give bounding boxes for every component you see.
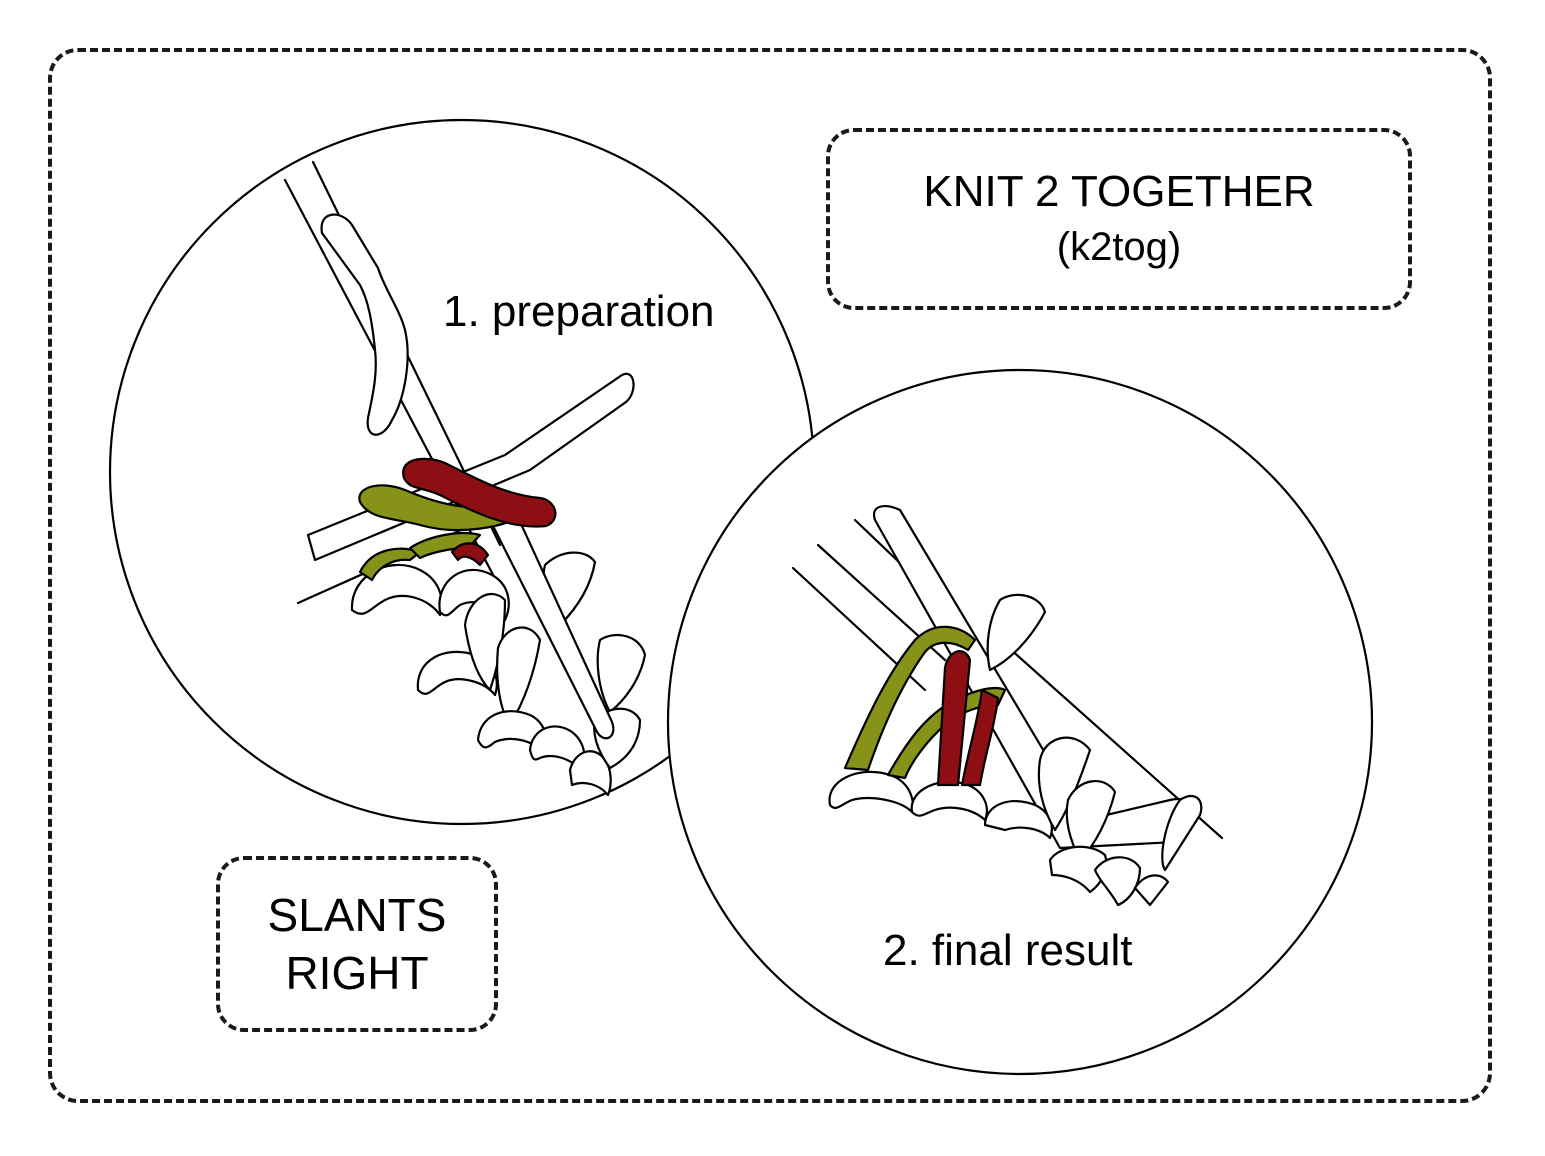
red-stitch bbox=[936, 650, 972, 787]
final-result-illustration: 2. final result bbox=[666, 368, 1374, 1076]
outer-frame bbox=[48, 48, 1492, 1103]
slant-line-1: SLANTS bbox=[267, 889, 447, 941]
title-box: KNIT 2 TOGETHER (k2tog) bbox=[826, 128, 1412, 310]
yarn-loop bbox=[320, 213, 409, 436]
step-1-label: 1. preparation bbox=[443, 287, 715, 336]
slant-line-2: RIGHT bbox=[285, 947, 429, 999]
abbreviation-text: (k2tog) bbox=[1056, 225, 1182, 269]
step-2-label: 2. final result bbox=[883, 926, 1132, 975]
title-text: KNIT 2 TOGETHER bbox=[923, 167, 1315, 216]
olive-stitch bbox=[886, 686, 1007, 780]
right-needle bbox=[488, 498, 615, 740]
stitch-bumps bbox=[350, 551, 647, 797]
olive-stitch bbox=[843, 625, 977, 772]
red-stitch bbox=[960, 688, 1000, 787]
slant-direction-box: SLANTS RIGHT bbox=[216, 856, 498, 1032]
olive-stitch-leg bbox=[408, 532, 482, 560]
olive-stitch-leg bbox=[358, 547, 422, 582]
preparation-illustration: 1. preparation bbox=[108, 118, 816, 826]
stitch-bumps bbox=[828, 593, 1203, 907]
red-stitch-leg bbox=[450, 542, 490, 567]
red-stitch bbox=[402, 457, 557, 528]
